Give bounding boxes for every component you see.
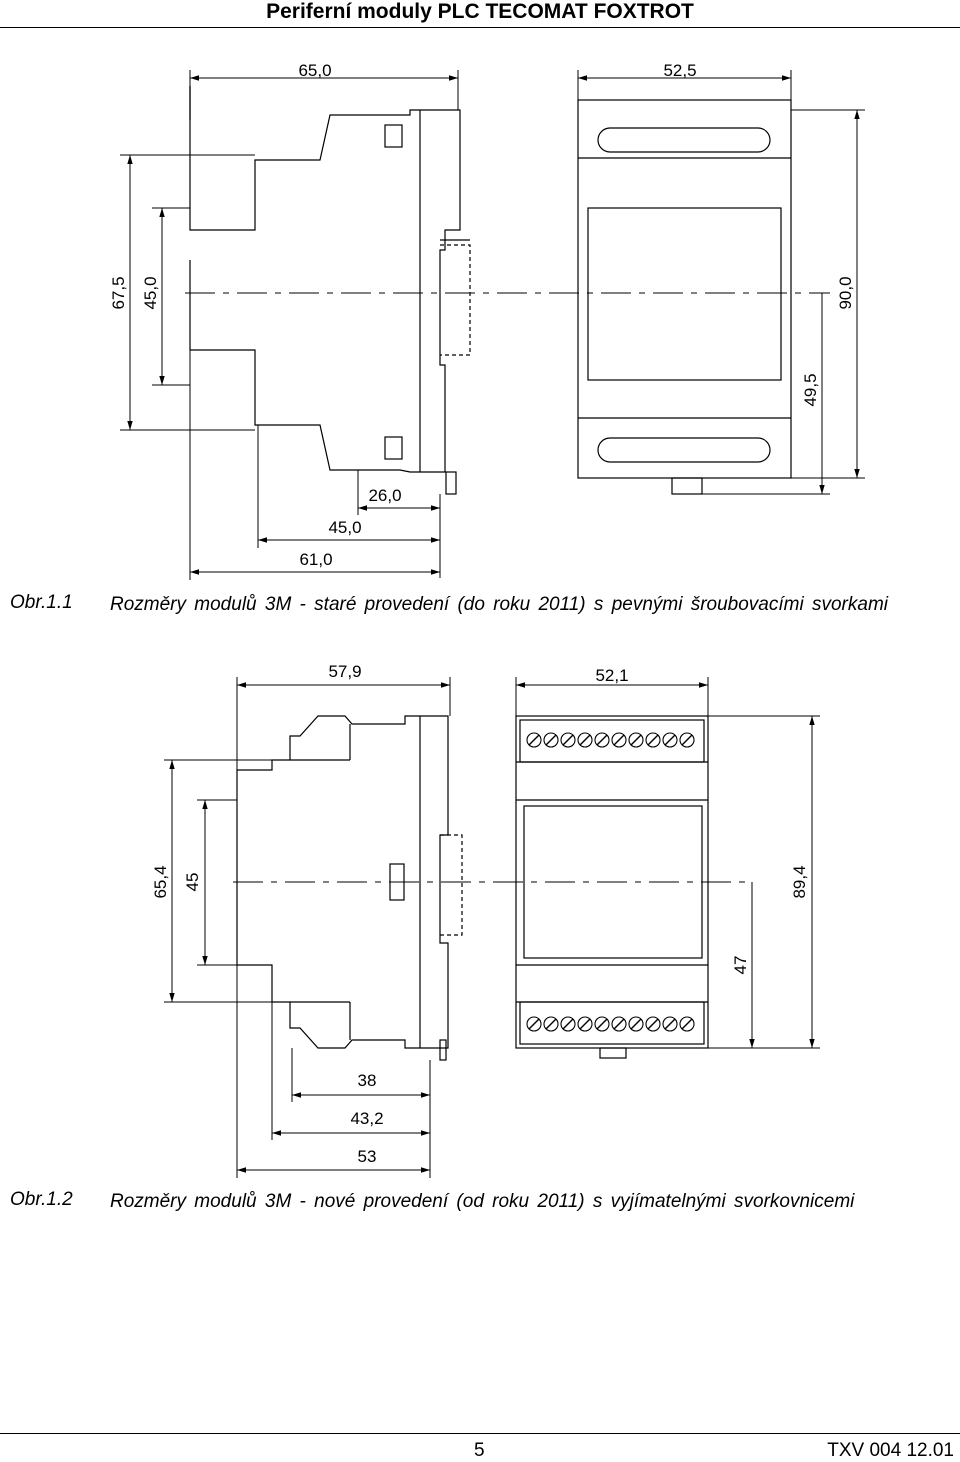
dim-label: 45 xyxy=(183,873,202,892)
screw-slot xyxy=(613,1018,625,1030)
screw-slot xyxy=(613,734,625,746)
page-title: Periferní moduly PLC TECOMAT FOXTROT xyxy=(266,0,694,23)
footer-divider xyxy=(0,1433,960,1434)
dim-label: 65,0 xyxy=(298,61,331,80)
screw-icon xyxy=(543,732,559,748)
header-divider xyxy=(0,27,960,28)
screw-icon xyxy=(526,732,542,748)
screw-slot xyxy=(630,1018,642,1030)
screw-slot xyxy=(664,1018,676,1030)
figure1-drawing xyxy=(120,70,865,580)
terminal-screws xyxy=(526,732,695,1032)
dim-label: 45,0 xyxy=(141,276,160,309)
screw-slot xyxy=(664,734,676,746)
screw-slot xyxy=(562,1018,574,1030)
screw-icon xyxy=(543,1016,559,1032)
figure2-side-view xyxy=(236,715,463,1061)
page-number: 5 xyxy=(474,1440,485,1461)
screw-slot xyxy=(681,734,693,746)
screw-icon xyxy=(679,732,695,748)
screw-slot xyxy=(579,1018,591,1030)
document-code: TXV 004 12.01 xyxy=(827,1440,954,1461)
screw-icon xyxy=(628,732,644,748)
figure1-caption-label: Obr.1.1 xyxy=(10,592,73,613)
screw-slot xyxy=(630,734,642,746)
screw-icon xyxy=(662,1016,678,1032)
dim-label: 47 xyxy=(731,956,750,975)
dim-label: 65,4 xyxy=(151,865,170,898)
screw-icon xyxy=(679,1016,695,1032)
figure2-caption-label: Obr.1.2 xyxy=(10,1189,73,1210)
screw-slot xyxy=(545,734,557,746)
screw-slot xyxy=(647,734,659,746)
figure2-dimension-labels: 57,9 52,1 65,4 45 89,4 47 38 43,2 53 xyxy=(151,662,809,1166)
screw-icon xyxy=(594,1016,610,1032)
figure1-dimension-labels: 65,0 52,5 67,5 45,0 90,0 49,5 26,0 45,0 … xyxy=(109,61,855,569)
page-header: Periferní moduly PLC TECOMAT FOXTROT xyxy=(0,0,960,30)
dim-label: 90,0 xyxy=(836,276,855,309)
figure2-dimension-lines xyxy=(164,677,820,1178)
figure2-caption: Rozměry modulů 3M - nové provedení (od r… xyxy=(110,1191,855,1212)
dim-label: 43,2 xyxy=(350,1109,383,1128)
screw-slot xyxy=(528,1018,540,1030)
screw-slot xyxy=(579,734,591,746)
screw-icon xyxy=(560,1016,576,1032)
figure1-side-view xyxy=(189,86,471,495)
figure1-front-view xyxy=(577,99,792,495)
dim-label: 49,5 xyxy=(801,373,820,406)
dim-label: 57,9 xyxy=(328,662,361,681)
dim-label: 67,5 xyxy=(109,276,128,309)
screw-slot xyxy=(596,734,608,746)
screw-icon xyxy=(526,1016,542,1032)
screw-slot xyxy=(681,1018,693,1030)
figure2-drawing xyxy=(164,677,820,1178)
screw-slot xyxy=(528,734,540,746)
screw-icon xyxy=(577,1016,593,1032)
figure1-caption: Rozměry modulů 3M - staré provedení (do … xyxy=(110,594,888,615)
screw-icon xyxy=(577,732,593,748)
screw-icon xyxy=(611,1016,627,1032)
dim-label: 26,0 xyxy=(368,486,401,505)
dim-label: 38 xyxy=(358,1071,377,1090)
screw-icon xyxy=(560,732,576,748)
screw-slot xyxy=(647,1018,659,1030)
dim-label: 45,0 xyxy=(328,518,361,537)
screw-icon xyxy=(594,732,610,748)
screw-slot xyxy=(596,1018,608,1030)
screw-icon xyxy=(645,732,661,748)
screw-icon xyxy=(628,1016,644,1032)
screw-icon xyxy=(662,732,678,748)
figure2-front-view xyxy=(515,715,709,1059)
dim-label: 52,5 xyxy=(663,61,696,80)
figure1-dimension-lines xyxy=(120,70,865,580)
screw-slot xyxy=(545,1018,557,1030)
dim-label: 53 xyxy=(358,1147,377,1166)
dim-label: 61,0 xyxy=(299,550,332,569)
screw-slot xyxy=(562,734,574,746)
screw-icon xyxy=(645,1016,661,1032)
screw-icon xyxy=(611,732,627,748)
dim-label: 52,1 xyxy=(595,666,628,685)
dim-label: 89,4 xyxy=(790,865,809,898)
